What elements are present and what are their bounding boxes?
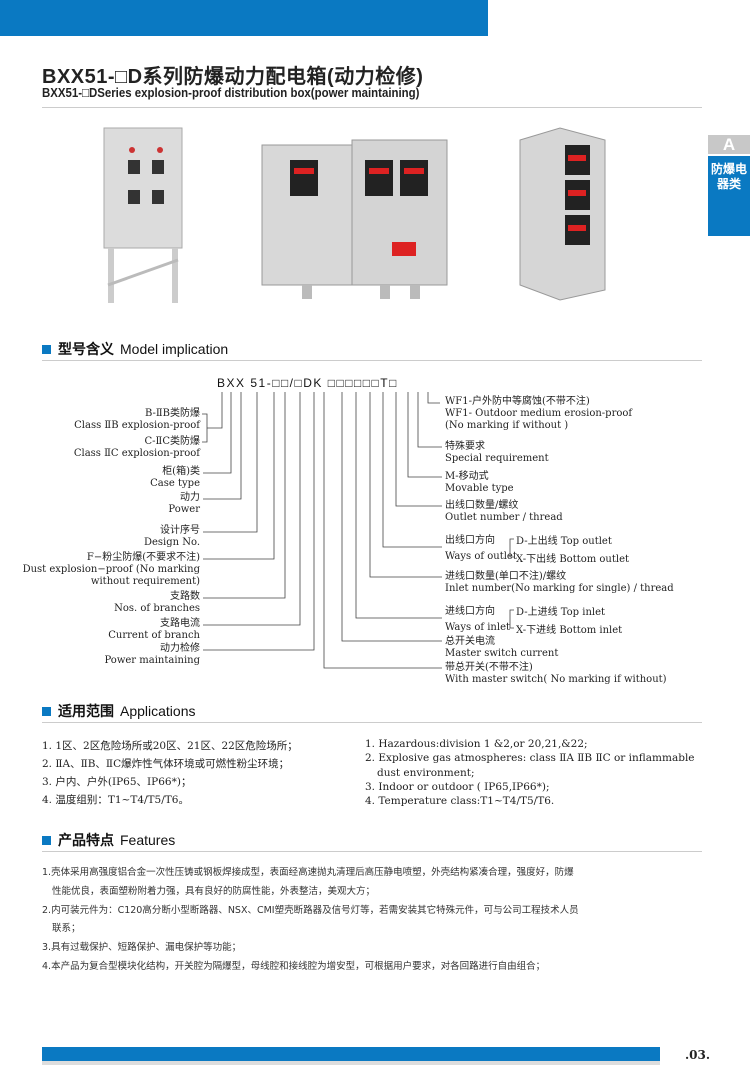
code-part-label: WF1-户外防中等腐蚀(不带不注)WF1- Outdoor medium ero… [445, 396, 633, 431]
divider [42, 107, 702, 108]
code-part-label: 带总开关(不带不注)With master switch( No marking… [445, 662, 667, 685]
bullet-square-icon [42, 706, 51, 716]
divider [42, 851, 702, 852]
code-part-label: F−粉尘防爆(不要求不注)Dust explosion−proof (No ma… [22, 552, 200, 587]
page-subtitle: BXX51-□DSeries explosion-proof distribut… [42, 85, 420, 100]
bullet-square-icon [42, 344, 51, 354]
divider [42, 360, 702, 361]
bullet-square-icon [42, 835, 51, 845]
page-title: BXX51-□D系列防爆动力配电箱(动力检修) [42, 66, 424, 88]
divider [42, 722, 702, 723]
product-photos [103, 127, 606, 303]
product-photo-double-box [261, 139, 448, 299]
applications-en-list: 1. Hazardous:division 1 &2,or 20,21,&22;… [365, 738, 695, 808]
top-banner [0, 0, 488, 36]
footer-bar [42, 1047, 660, 1065]
section-tab-label: 防爆电器类 [708, 156, 750, 236]
model-code: BXX 51-□□/□DK □□□□□□T□ [217, 376, 398, 390]
product-photo-cabinet [103, 127, 183, 303]
section-tab-letter: A [708, 135, 750, 154]
features-list: 1.壳体采用高强度铝合金一次性压铸或钢板焊接成型，表面经高速抛丸清理后高压静电喷… [42, 867, 579, 972]
page-number: .03. [685, 1048, 711, 1062]
product-photo-vertical-box [519, 127, 606, 301]
applications-zh-list: 1. 1区、2区危险场所或20区、21区、22区危险场所； 2. ⅡA、ⅡB、Ⅱ… [42, 740, 298, 806]
